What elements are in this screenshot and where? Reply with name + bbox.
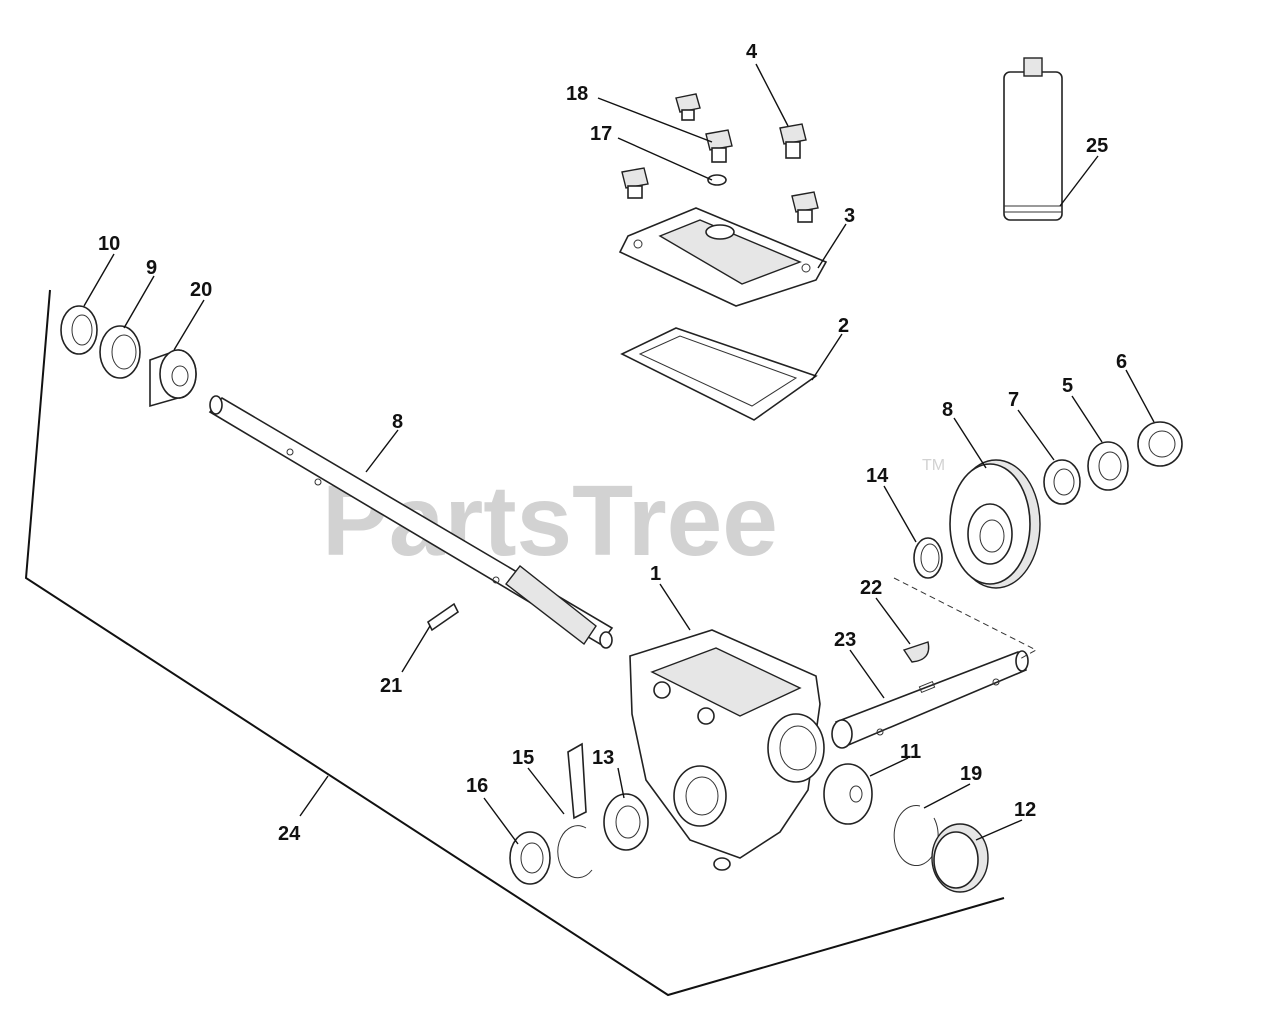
watermark-trademark: TM [922, 457, 945, 474]
callout-5: 5 [1062, 375, 1073, 397]
callout-11: 11 [900, 741, 921, 763]
part-22-key[interactable] [902, 641, 930, 663]
callout-9: 9 [146, 257, 157, 279]
part-9-ring[interactable] [99, 325, 141, 379]
callout-14: 14 [866, 465, 889, 487]
leader-lines [83, 63, 1155, 845]
callout-21: 21 [380, 675, 402, 697]
callout-18: 18 [566, 83, 588, 105]
callout-17: 17 [590, 123, 612, 145]
callout-20: 20 [190, 279, 212, 301]
callout-8-shaft: 8 [392, 411, 403, 433]
callout-8-gear: 8 [942, 399, 953, 421]
bolt-right [791, 191, 819, 223]
callout-1: 1 [650, 563, 661, 585]
part-20-bearing[interactable] [149, 349, 197, 408]
part-3-cover[interactable] [618, 207, 828, 307]
part-2-gasket[interactable] [620, 327, 818, 421]
part-14-snap-ring[interactable] [913, 537, 943, 579]
watermark-text: PartsTree [322, 465, 778, 577]
washer-17 [707, 174, 727, 186]
assembly-bracket [24, 289, 1005, 997]
assembly-dashed-lines [893, 577, 1038, 661]
callout-24: 24 [278, 823, 301, 845]
part-11-washer[interactable] [823, 763, 873, 825]
callout-23: 23 [834, 629, 856, 651]
callout-10: 10 [98, 233, 120, 255]
part-8-worm-shaft[interactable] [208, 395, 614, 649]
part-bolts[interactable] [621, 93, 819, 223]
bolt-18 [705, 129, 733, 163]
callout-4: 4 [746, 41, 758, 63]
callout-13: 13 [592, 747, 614, 769]
part-1-housing[interactable] [629, 629, 825, 871]
part-10-seal[interactable] [60, 305, 98, 355]
part-16-bearing[interactable] [509, 831, 551, 885]
bolt-4 [779, 123, 807, 159]
callout-3: 3 [844, 205, 855, 227]
callout-22: 22 [860, 577, 882, 599]
callout-labels: 4 18 17 25 3 2 10 9 20 8 8 7 5 6 14 1 22… [98, 41, 1127, 845]
callout-6: 6 [1116, 351, 1127, 373]
part-21-pin[interactable] [426, 602, 460, 632]
callout-25: 25 [1086, 135, 1108, 157]
part-5-bearing[interactable] [1087, 441, 1129, 491]
part-8-gear[interactable] [949, 459, 1041, 589]
callout-16: 16 [466, 775, 488, 797]
callout-19: 19 [960, 763, 982, 785]
callout-15: 15 [512, 747, 534, 769]
part-15-clip[interactable] [557, 742, 593, 879]
bolt-left [621, 167, 649, 199]
part-6-seal[interactable] [1137, 421, 1183, 467]
part-12-cap[interactable] [931, 823, 989, 893]
callout-12: 12 [1014, 799, 1036, 821]
part-25-tube[interactable] [1003, 57, 1063, 221]
bolt-top-left [675, 93, 701, 121]
callout-7: 7 [1008, 389, 1019, 411]
callout-2: 2 [838, 315, 849, 337]
part-7-washer[interactable] [1043, 459, 1081, 505]
part-13-seal[interactable] [603, 793, 649, 851]
